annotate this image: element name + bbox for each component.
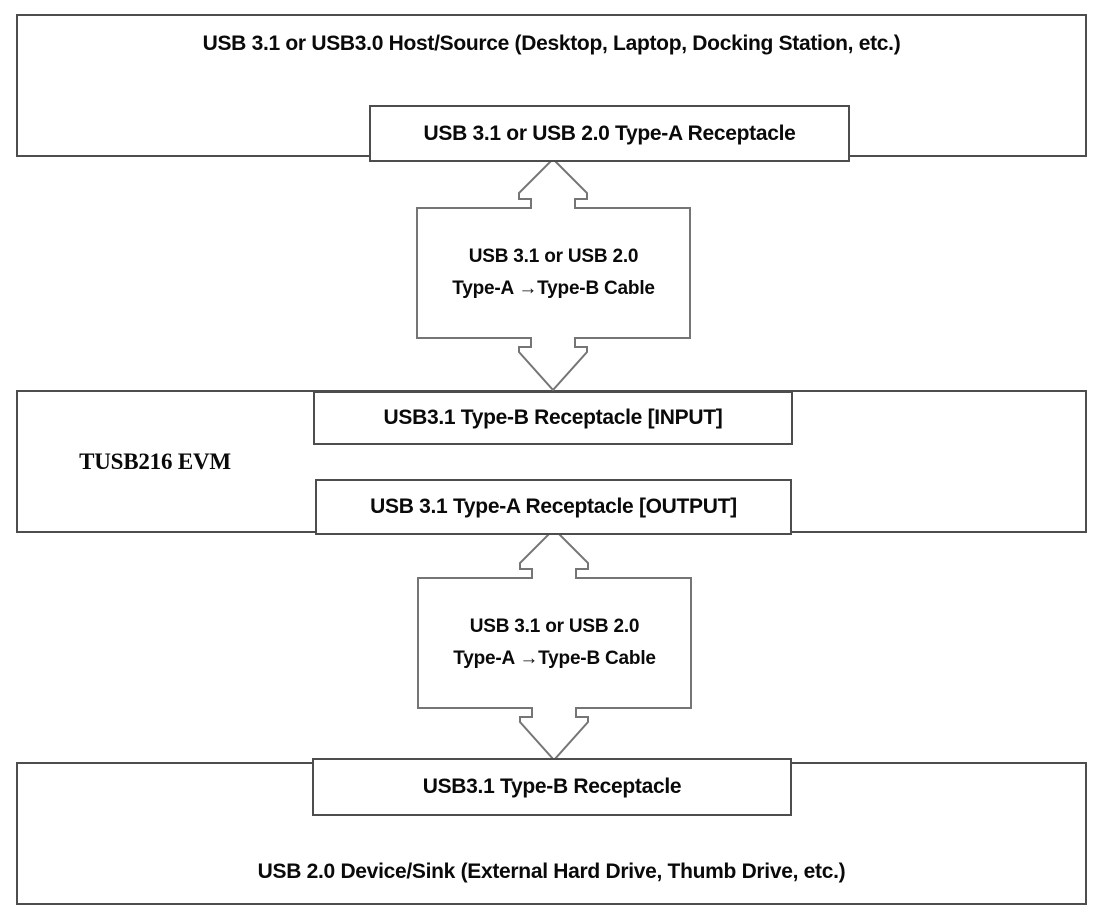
cable-top-line2: Type-A →Type-B Cable	[452, 278, 655, 299]
cable-bottom-line1: USB 3.1 or USB 2.0	[469, 616, 640, 637]
device-sink-title: USB 2.0 Device/Sink (External Hard Drive…	[257, 860, 846, 883]
evm-input-receptacle-box: USB3.1 Type-B Receptacle [INPUT]	[313, 391, 793, 445]
tusb216-evm-label: TUSB216 EVM	[79, 449, 231, 474]
evm-output-receptacle-box: USB 3.1 Type-A Receptacle [OUTPUT]	[315, 479, 792, 535]
cable-top-line1: USB 3.1 or USB 2.0	[468, 246, 639, 267]
cable-bottom-line2: Type-A →Type-B Cable	[453, 648, 656, 669]
host-type-a-receptacle-box: USB 3.1 or USB 2.0 Type-A Receptacle	[369, 105, 850, 162]
cable-label-top: USB 3.1 or USB 2.0 Type-A →Type-B Cable	[417, 210, 690, 336]
device-type-b-receptacle-box: USB3.1 Type-B Receptacle	[312, 758, 792, 816]
host-source-title: USB 3.1 or USB3.0 Host/Source (Desktop, …	[202, 32, 901, 55]
double-arrow-path	[416, 157, 691, 392]
double-arrow-connector-top-icon	[416, 157, 691, 392]
cable-label-bottom: USB 3.1 or USB 2.0 Type-A →Type-B Cable	[418, 580, 691, 706]
